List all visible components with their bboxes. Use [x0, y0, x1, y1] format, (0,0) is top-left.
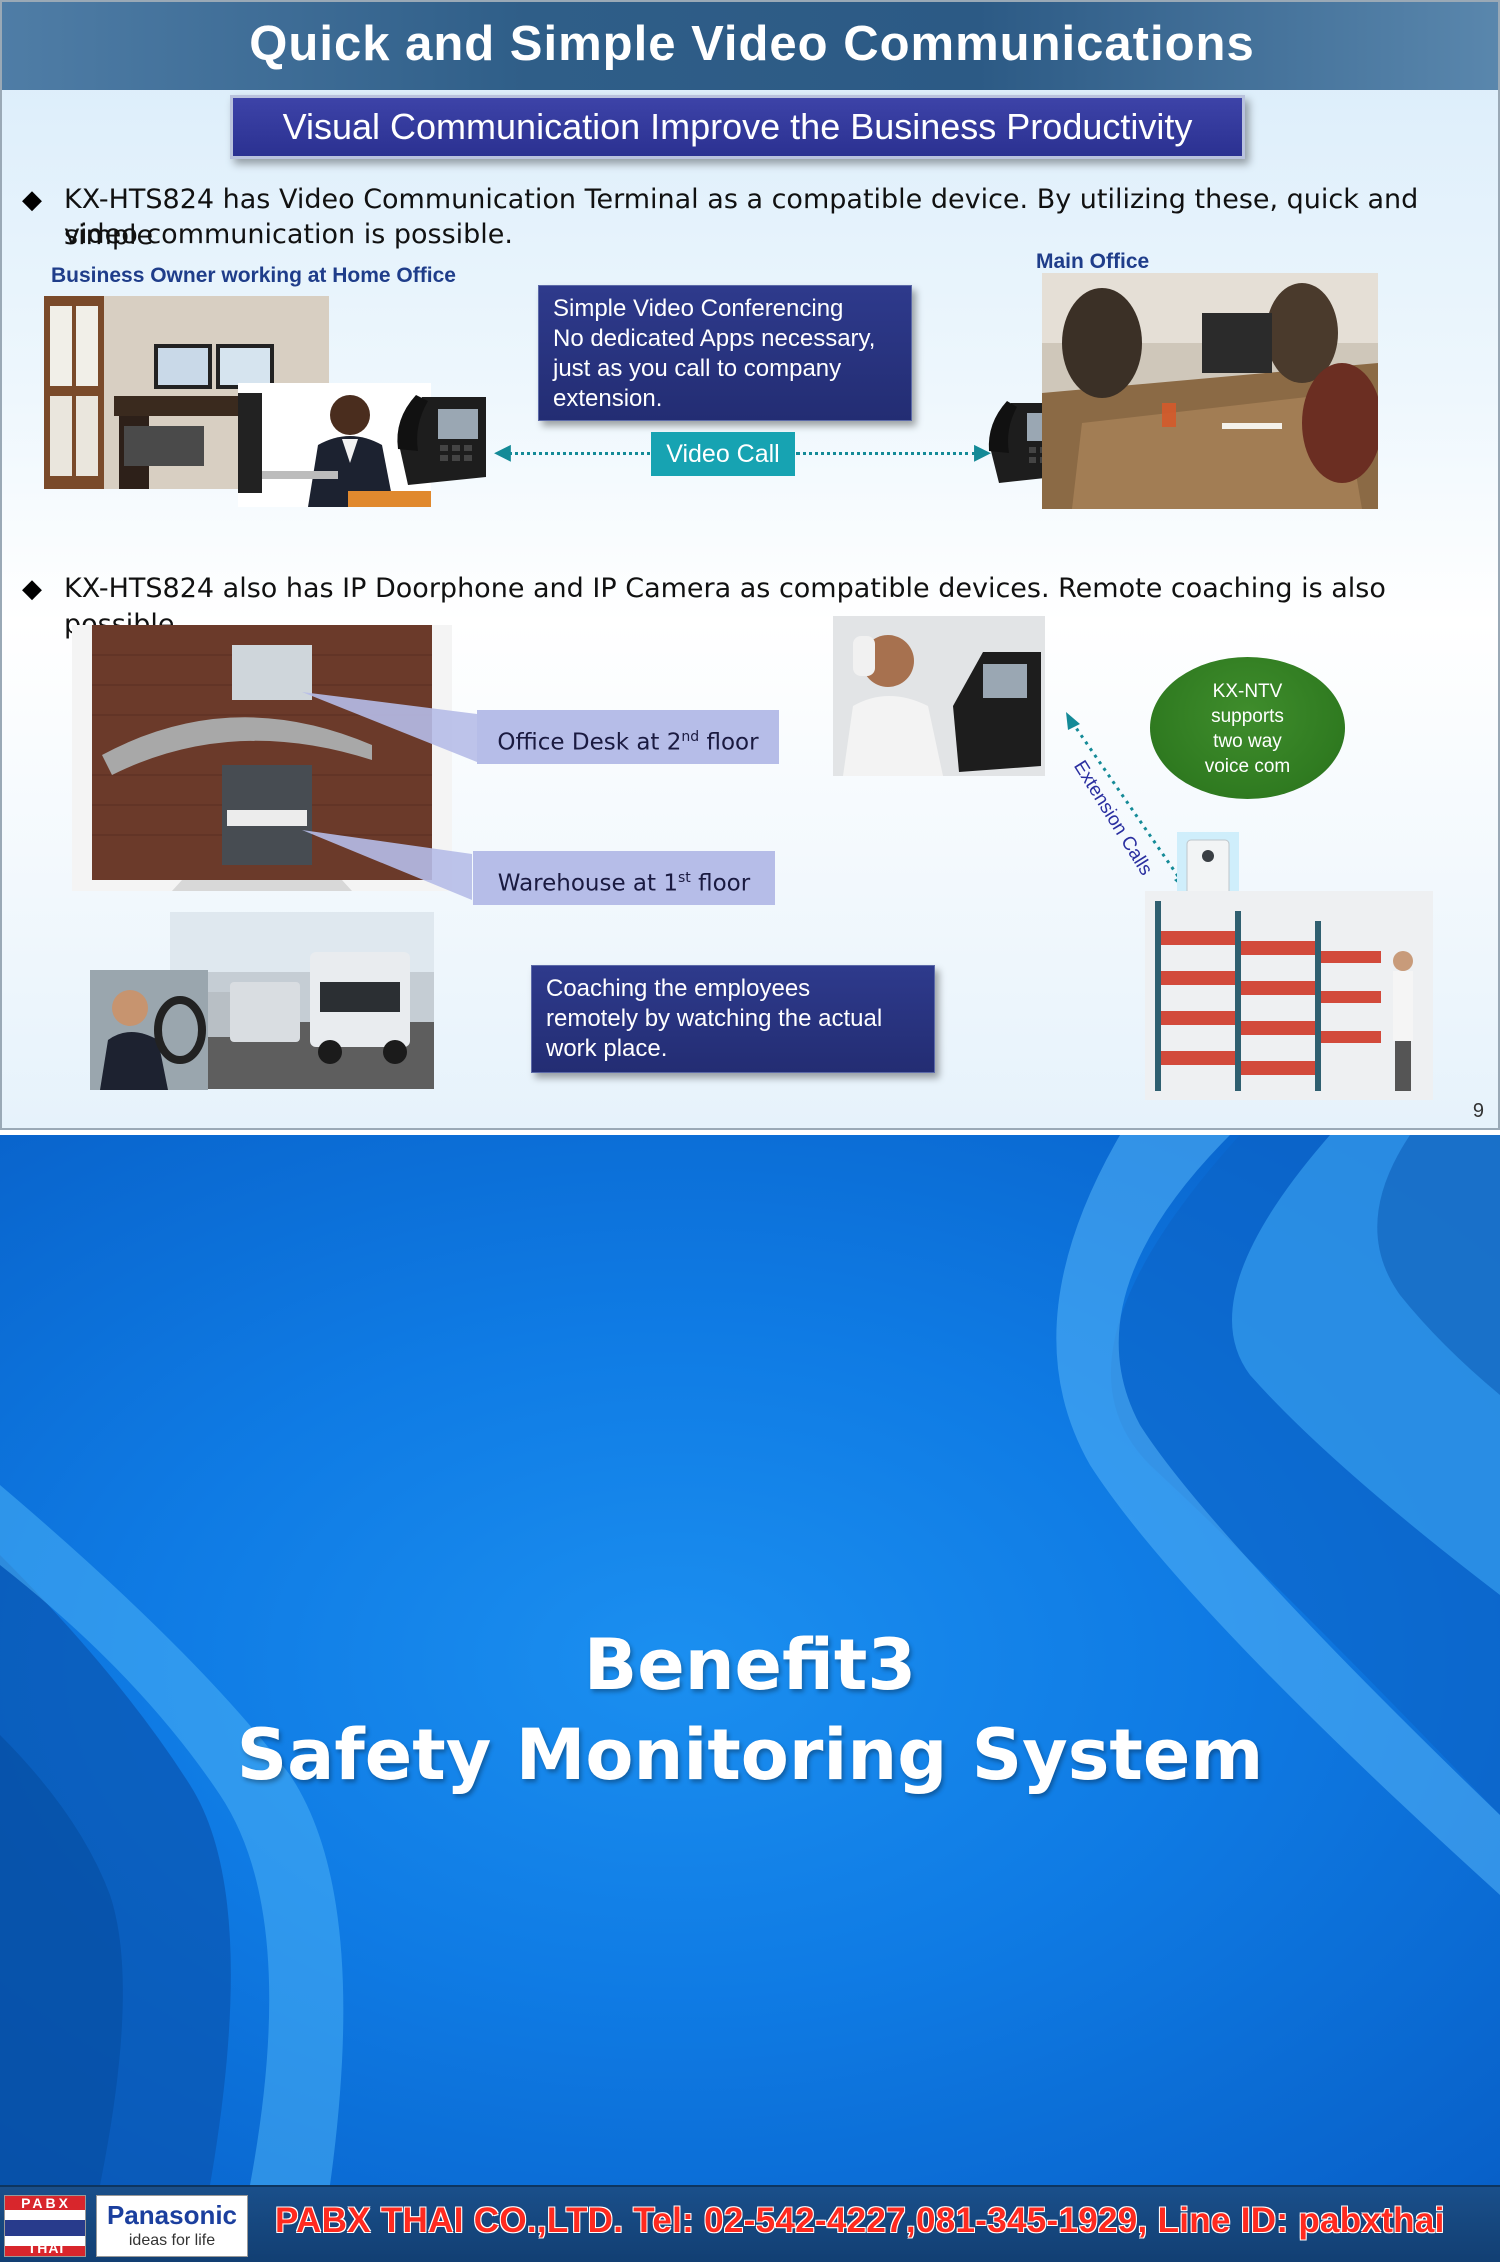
benefit-title: Benefit3 Safety Monitoring System [0, 1620, 1500, 1800]
pabx-logo-text: PABX [21, 2195, 71, 2211]
benefit-title-line2: Safety Monitoring System [236, 1714, 1264, 1796]
business-owner-photo [238, 383, 431, 507]
video-call-label: Video Call [651, 432, 795, 476]
benefit-title-line1: Benefit3 [583, 1624, 917, 1706]
callout-pointer-lines [302, 692, 477, 900]
bullet1-line2: video communication is possible. [64, 219, 513, 250]
bullet-video-terminal-cont: video communication is possible. [64, 217, 1484, 253]
bullet1-line1: KX-HTS824 has Video Communication Termin… [64, 184, 1419, 251]
panasonic-tagline: ideas for life [128, 2232, 216, 2249]
warehouse-callout: Warehouse at 1st floor [473, 851, 775, 905]
slide-title: Quick and Simple Video Communications [249, 17, 1255, 71]
slide-quick-video-communications: Quick and Simple Video Communications Vi… [0, 0, 1500, 1130]
arrow-right-icon: ▶ [974, 440, 991, 465]
arrow-left-icon: ◀ [494, 440, 511, 465]
diamond-bullet-icon: ◆ [22, 185, 42, 215]
warehouse-text-post: floor [690, 870, 751, 897]
slide-title-bar: Quick and Simple Video Communications [2, 2, 1498, 90]
office-building-photo [72, 625, 452, 891]
subtitle-banner: Visual Communication Improve the Busines… [230, 95, 1245, 159]
warehouse-sup: st [678, 870, 691, 886]
main-office-label: Main Office [1036, 250, 1150, 273]
slide-benefit3: Benefit3 Safety Monitoring System [0, 1135, 1500, 2185]
kx-ntv-oval: KX-NTV supports two way voice com [1150, 657, 1345, 799]
main-office-meeting-photo [1042, 273, 1378, 509]
office-desk-text: Office Desk at 2 [497, 729, 682, 756]
truck-driver-photo [90, 970, 208, 1090]
simple-video-conferencing-box: Simple Video Conferencing No dedicated A… [538, 285, 912, 421]
office-desk-callout: Office Desk at 2nd floor [477, 710, 779, 764]
trucks-parking-photo [170, 912, 434, 1089]
subtitle-text: Visual Communication Improve the Busines… [282, 106, 1193, 147]
office-desk-sup: nd [681, 729, 700, 745]
man-on-phone-photo [833, 616, 1045, 776]
slide2-background-swooshes [0, 1135, 1500, 2185]
coaching-employees-box: Coaching the employees remotely by watch… [531, 965, 935, 1073]
diamond-bullet-icon: ◆ [22, 574, 42, 604]
home-office-label: Business Owner working at Home Office [51, 264, 456, 287]
panasonic-logo: Panasonic ideas for life [96, 2195, 248, 2257]
video-call-line-left [502, 452, 650, 455]
panasonic-brand-text: Panasonic [106, 2200, 238, 2230]
pabx-thai-logo: PABX THAI [4, 2195, 86, 2257]
warehouse-shelves-photo [1145, 891, 1433, 1100]
bullet-video-terminal: ◆ KX-HTS824 has Video Communication Term… [22, 182, 1484, 254]
thai-logo-text: THAI [27, 2240, 65, 2256]
company-contact-text: PABX THAI CO.,LTD. Tel: 02-542-4227,081-… [275, 2201, 1445, 2240]
video-call-line-right [796, 452, 976, 455]
warehouse-text: Warehouse at 1 [497, 870, 678, 897]
ip-phone-home-photo [394, 389, 492, 489]
footer-bar: PABX THAI Panasonic ideas for life PABX … [0, 2185, 1500, 2262]
office-desk-text-post: floor [699, 729, 759, 756]
page-number: 9 [1472, 1100, 1484, 1122]
